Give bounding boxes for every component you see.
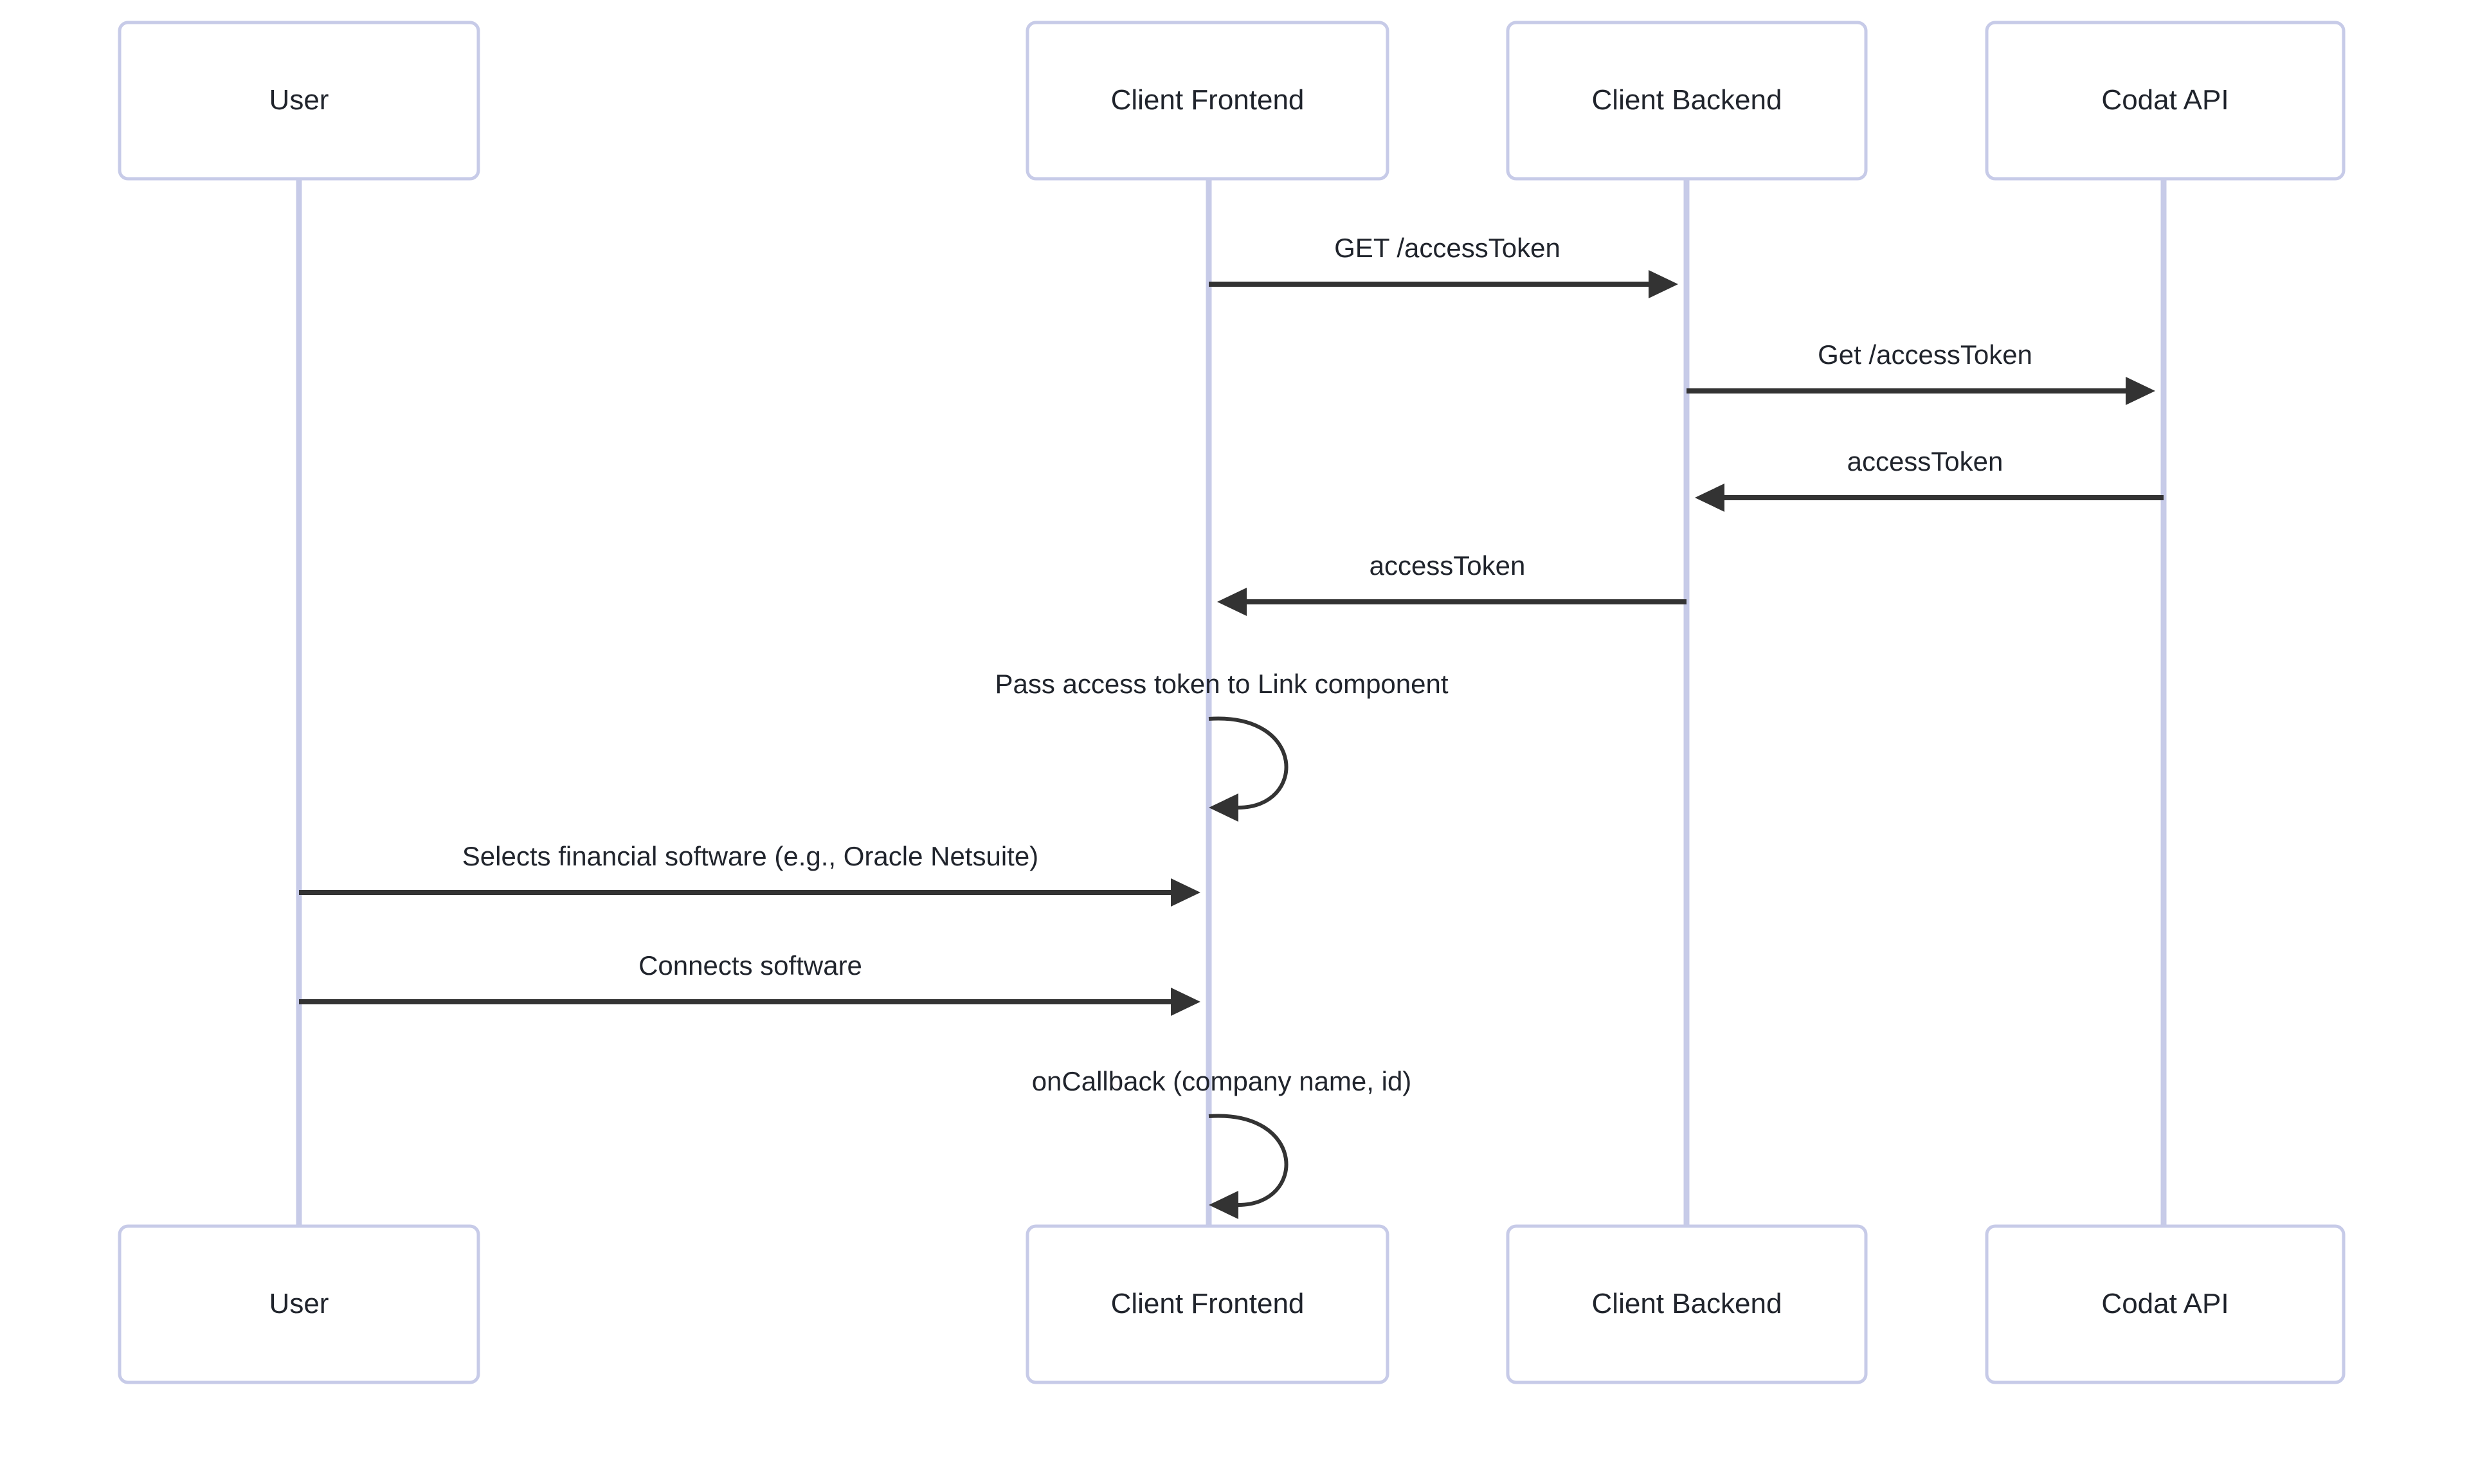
actor-box-client-frontend-bottom[interactable] <box>1026 1224 1389 1384</box>
arrowhead-left <box>1209 1191 1238 1219</box>
actor-label-codat-api-bottom: Codat API <box>2101 1288 2229 1319</box>
actor-box-user-bottom[interactable] <box>118 1224 480 1384</box>
message-3-left[interactable]: accessToken <box>1695 446 2164 512</box>
message-4-left[interactable]: accessToken <box>1217 550 1687 616</box>
message-label: Pass access token to Link component <box>995 669 1448 699</box>
message-6-right[interactable]: Selects financial software (e.g., Oracle… <box>299 841 1200 907</box>
actor-label-user-top: User <box>269 84 329 116</box>
message-label: Connects software <box>638 950 862 981</box>
arrowhead-left <box>1695 484 1724 512</box>
message-2-right[interactable]: Get /accessToken <box>1687 339 2155 405</box>
message-5-self[interactable]: Pass access token to Link component <box>995 669 1449 822</box>
actor-client-frontend-bottom[interactable]: Client Frontend <box>1026 1224 1389 1384</box>
message-label: accessToken <box>1847 446 2003 476</box>
message-label: GET /accessToken <box>1334 233 1560 263</box>
message-1-right[interactable]: GET /accessToken <box>1209 233 1678 298</box>
actor-client-backend-bottom[interactable]: Client Backend <box>1506 1224 1868 1384</box>
actor-box-client-backend-bottom[interactable] <box>1506 1224 1868 1384</box>
actor-label-user-bottom: User <box>269 1288 329 1319</box>
actor-boxes-bottom-group: User Client Frontend Client Backend Codat A… <box>118 1224 2346 1384</box>
actor-user-top[interactable]: User <box>118 21 480 181</box>
actor-box-user-top[interactable] <box>118 21 480 181</box>
arrowhead-left <box>1209 793 1238 822</box>
message-label: Selects financial software (e.g., Oracle… <box>462 841 1038 871</box>
actor-label-client-frontend-top: Client Frontend <box>1111 84 1305 116</box>
actor-box-codat-api-bottom[interactable] <box>1985 1224 2346 1384</box>
arrowhead-right <box>1649 270 1678 298</box>
actor-codat-api-top[interactable]: Codat API <box>1985 21 2346 181</box>
arrowhead-left <box>1217 588 1247 616</box>
actor-boxes-top-group: User Client Frontend Client Backend Codat A… <box>118 21 2346 181</box>
message-7-right[interactable]: Connects software <box>299 950 1200 1016</box>
actor-client-frontend-top[interactable]: Client Frontend <box>1026 21 1389 181</box>
actor-box-codat-api-top[interactable] <box>1985 21 2346 181</box>
message-label: accessToken <box>1370 550 1526 581</box>
actor-label-client-backend-bottom: Client Backend <box>1592 1288 1782 1319</box>
message-8-self[interactable]: onCallback (company name, id) <box>1032 1066 1412 1219</box>
actor-box-client-frontend-top[interactable] <box>1026 21 1389 181</box>
actor-label-client-frontend-bottom: Client Frontend <box>1111 1288 1305 1319</box>
actor-box-client-backend-top[interactable] <box>1506 21 1868 181</box>
message-label: Get /accessToken <box>1818 339 2032 370</box>
self-loop-path <box>1208 716 1289 810</box>
lifelines-group <box>296 179 2167 1226</box>
arrowhead-right <box>1171 988 1200 1016</box>
arrowhead-right <box>2126 377 2155 405</box>
actor-label-client-backend-top: Client Backend <box>1592 84 1782 116</box>
actor-user-bottom[interactable]: User <box>118 1224 480 1384</box>
self-loop-path <box>1208 1114 1289 1207</box>
actor-client-backend-top[interactable]: Client Backend <box>1506 21 1868 181</box>
actor-codat-api-bottom[interactable]: Codat API <box>1985 1224 2346 1384</box>
message-label: onCallback (company name, id) <box>1032 1066 1412 1096</box>
actor-label-codat-api-top: Codat API <box>2101 84 2229 116</box>
arrowhead-right <box>1171 878 1200 907</box>
